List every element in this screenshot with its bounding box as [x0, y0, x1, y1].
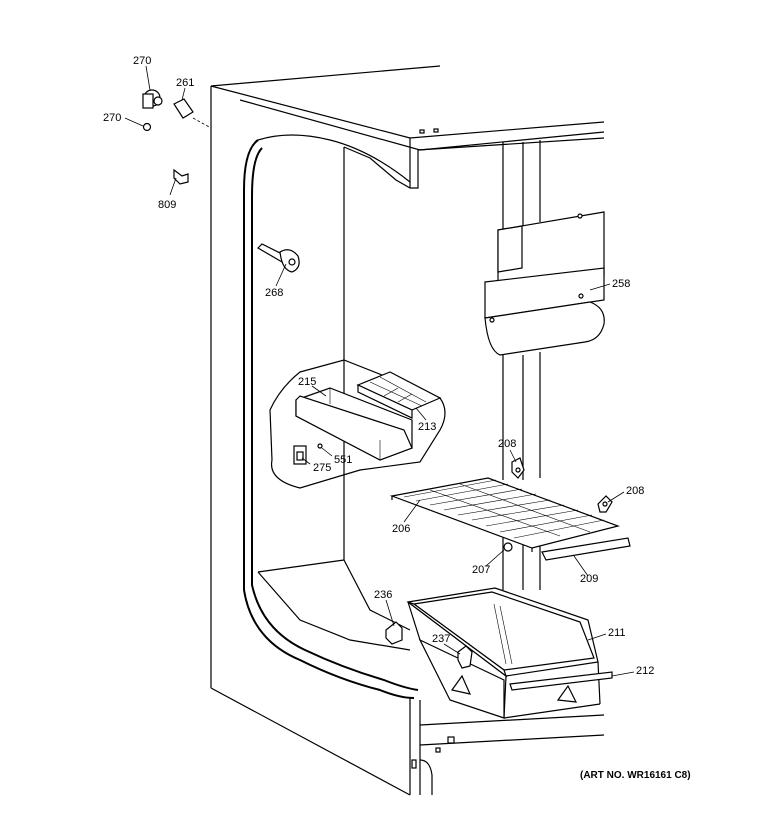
shelf-bracket-208a — [511, 457, 525, 479]
label-236: 236 — [374, 589, 392, 601]
ice-tray-inset — [269, 359, 446, 489]
label-207: 207 — [472, 564, 490, 576]
art-number: (ART NO. WR16161 C8) — [580, 770, 691, 781]
pan-support-237 — [457, 645, 473, 669]
air-tower-cover-258 — [484, 211, 605, 356]
shelf-bracket-208b — [597, 495, 613, 513]
label-209: 209 — [580, 573, 598, 585]
part-labels: 270 261 270 809 268 258 215 213 275 551 … — [103, 55, 691, 781]
label-268: 268 — [265, 287, 283, 299]
label-275: 275 — [313, 462, 331, 474]
label-213: 213 — [418, 421, 436, 433]
label-258: 258 — [612, 278, 630, 290]
crisper-pan-211 — [406, 587, 601, 719]
pan-support-236 — [385, 621, 403, 645]
label-212: 212 — [636, 665, 654, 677]
label-551: 551 — [334, 454, 352, 466]
pan-trim-212 — [509, 671, 613, 691]
wire-shelf-206 — [389, 477, 621, 552]
shelf-stop-207 — [503, 542, 513, 552]
center-channel — [502, 140, 541, 590]
control-knob-268 — [257, 243, 300, 273]
label-211: 211 — [608, 627, 626, 639]
label-270-left: 270 — [103, 112, 121, 124]
label-270-top: 270 — [133, 55, 151, 67]
label-237: 237 — [432, 633, 450, 645]
small-parts-top-left — [142, 89, 194, 185]
label-208-left: 208 — [498, 438, 516, 450]
label-215: 215 — [298, 376, 316, 388]
label-206: 206 — [392, 523, 410, 535]
label-261: 261 — [176, 77, 194, 89]
shelf-trim-209 — [541, 537, 631, 561]
label-809: 809 — [158, 199, 176, 211]
label-208-right: 208 — [626, 485, 644, 497]
leader-lines — [124, 65, 635, 677]
